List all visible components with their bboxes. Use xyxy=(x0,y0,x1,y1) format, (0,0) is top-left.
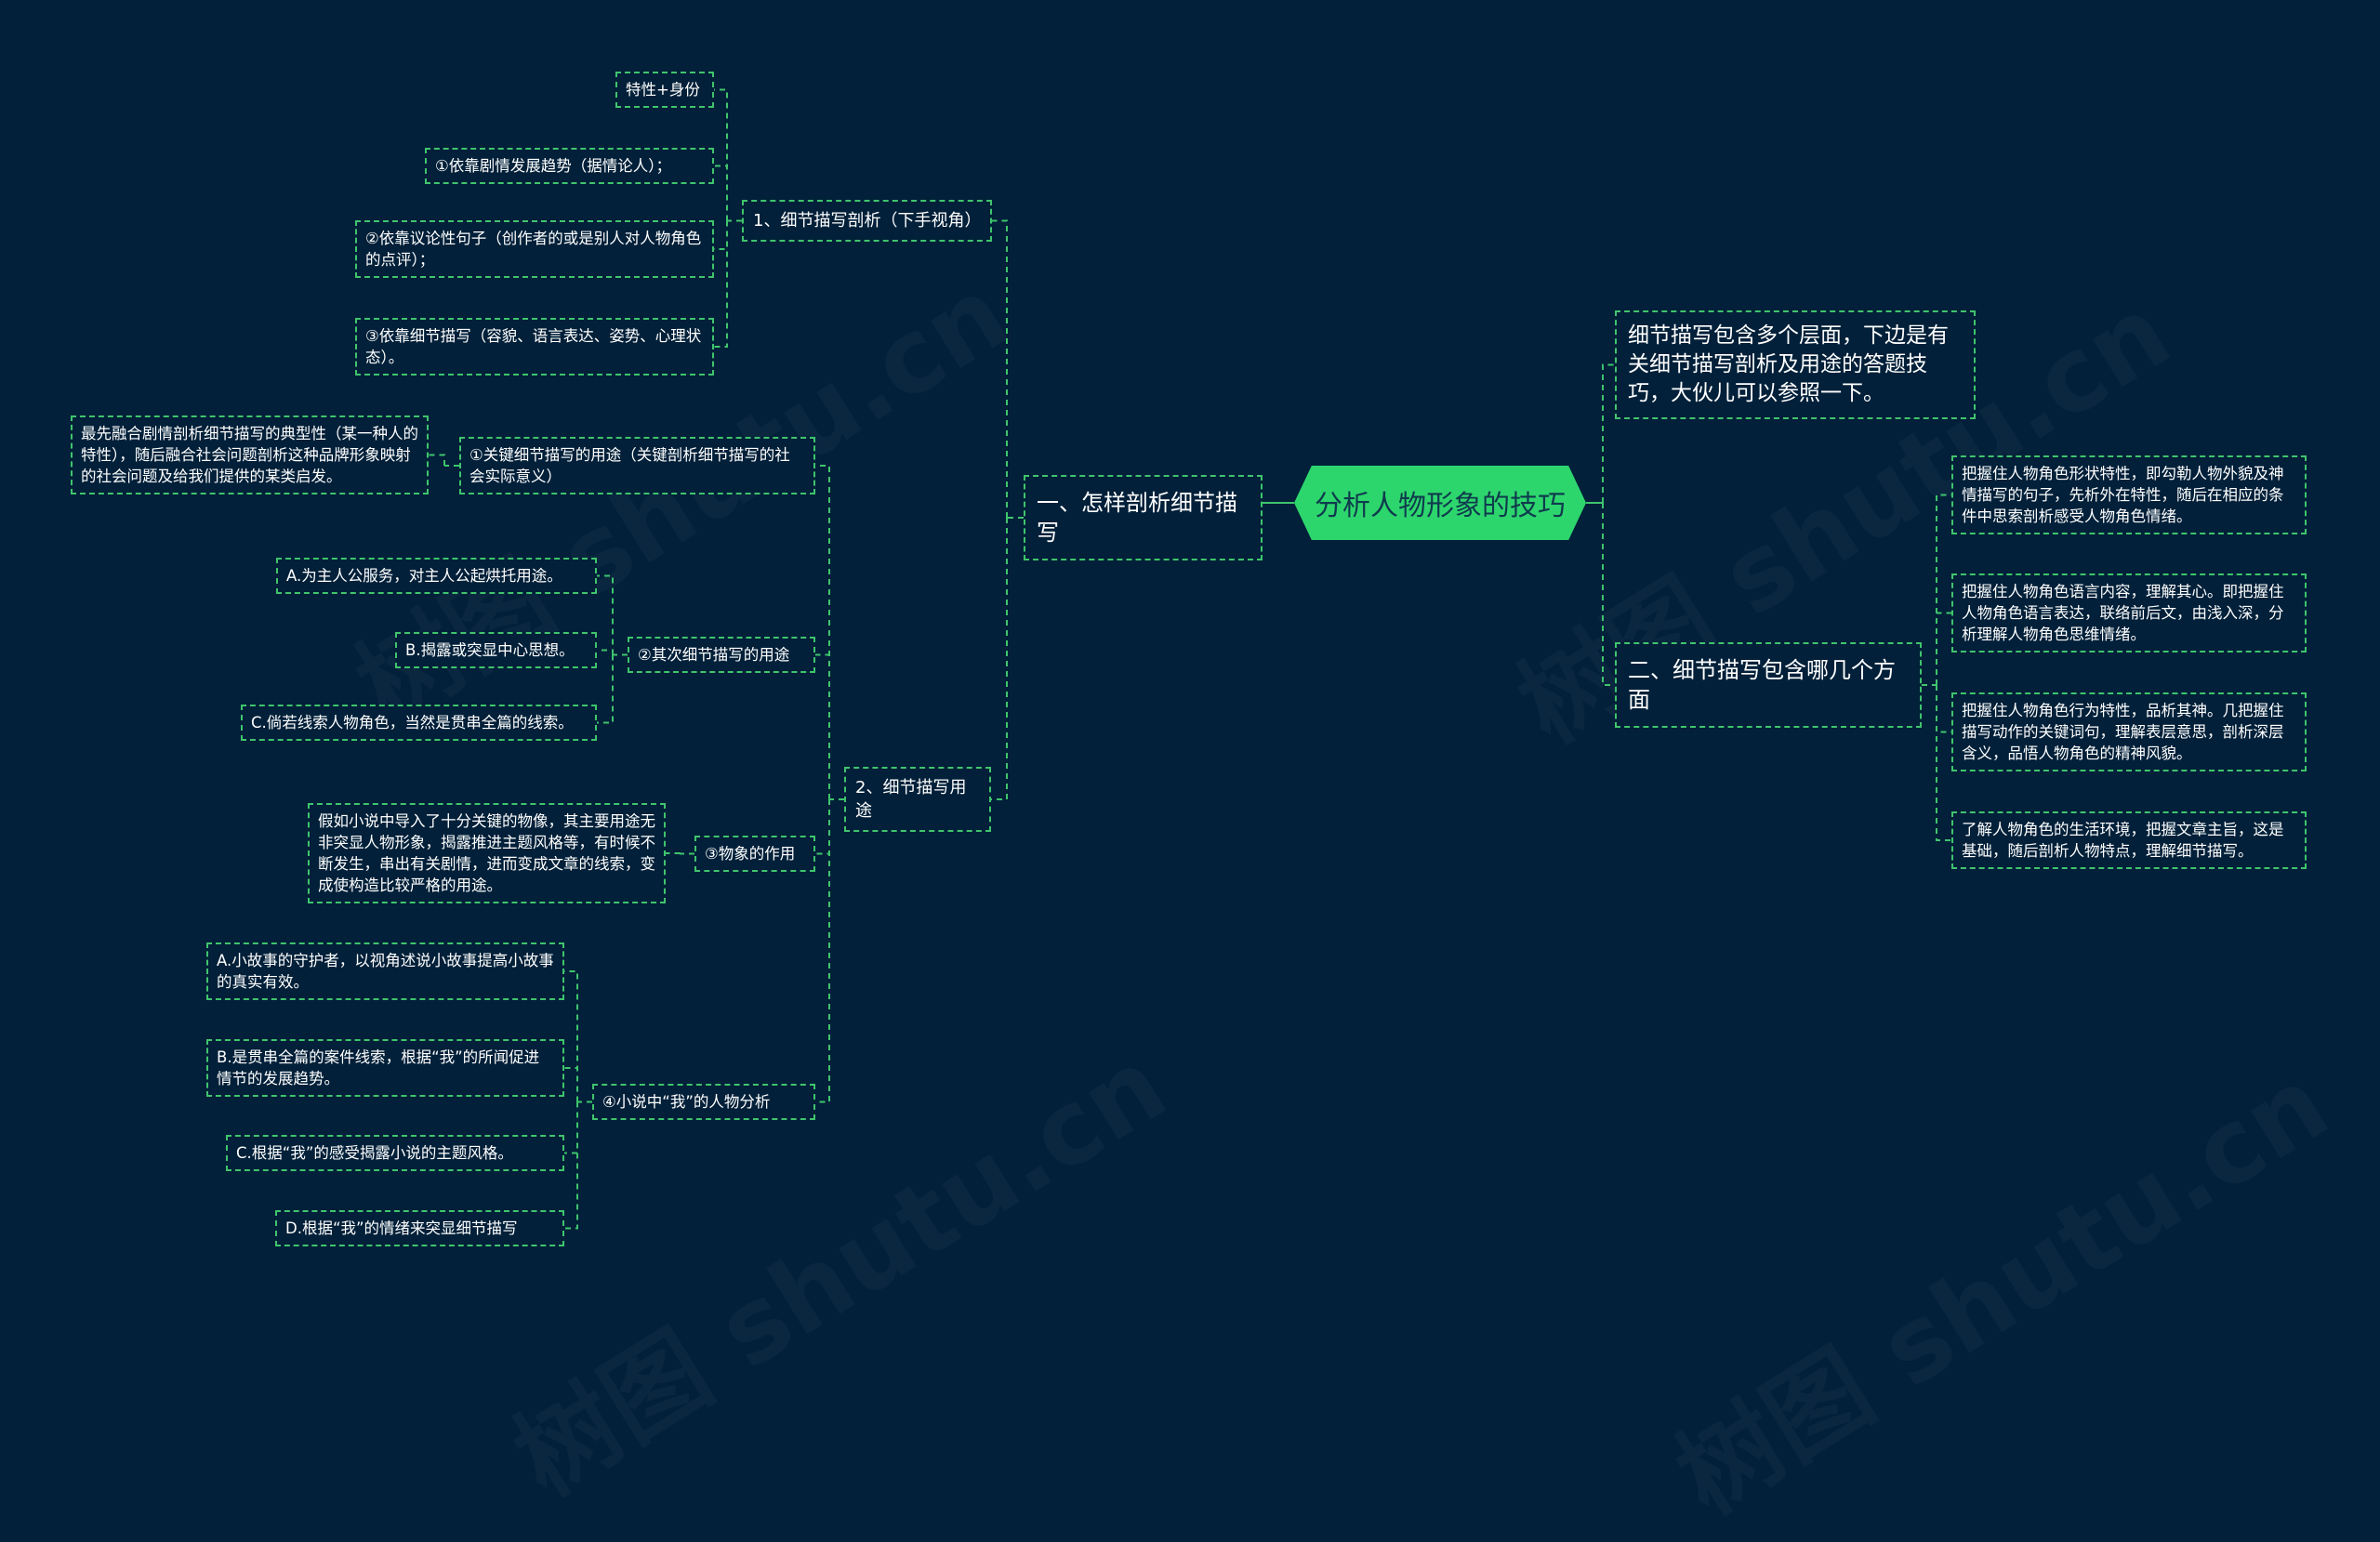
central-topic-label: 分析人物形象的技巧 xyxy=(1315,490,1566,522)
mind-map: 树图 shutu.cn 树图 shutu.cn 树图 shutu.cn 树图 s… xyxy=(71,72,2307,1246)
connector-line xyxy=(815,799,830,1103)
usage-narrator-analysis[interactable]: ④小说中“我”的人物分析 xyxy=(592,1084,815,1120)
connector-line xyxy=(1936,685,1951,841)
connector-line xyxy=(815,799,830,855)
connector-line xyxy=(714,220,728,348)
connector-line xyxy=(597,654,614,724)
connector-line xyxy=(714,220,728,250)
connector-line xyxy=(815,653,830,799)
central-topic[interactable]: 分析人物形象的技巧 xyxy=(1294,466,1586,540)
connector-line xyxy=(429,454,445,466)
usage-key-detail[interactable]: ①关键细节描写的用途（关键剖析细节描写的社会实际意义） xyxy=(459,437,815,494)
connector-line xyxy=(714,88,728,221)
connector-line xyxy=(666,852,681,854)
leaf-case-clue[interactable]: B.是贯串全篇的案件线索，根据“我”的所闻促进情节的发展趋势。 xyxy=(206,1039,564,1097)
connector-line xyxy=(597,649,614,655)
leaf-reveal-theme[interactable]: B.揭露或突显中心思想。 xyxy=(395,632,597,668)
connector-line xyxy=(564,1101,578,1154)
leaf-plot-trend[interactable]: ①依靠剧情发展趋势（据情论人）； xyxy=(425,148,714,184)
leaf-behavior-trait[interactable]: 把握住人物角色行为特性，品析其神。几把握住描写动作的关键词句，理解表层意思，剖析… xyxy=(1951,692,2307,771)
connector-line xyxy=(992,219,1008,518)
connector-line xyxy=(1936,612,1951,685)
usage-secondary-detail[interactable]: ②其次细节描写的用途 xyxy=(628,637,815,673)
connector-line xyxy=(1602,503,1615,686)
connector-line xyxy=(815,465,830,799)
leaf-living-environment[interactable]: 了解人物角色的生活环境，把握文章主旨，这是基础，随后剖析人物特点，理解细节描写。 xyxy=(1951,811,2307,869)
connector-lines xyxy=(429,88,1951,1230)
leaf-comment-sentence[interactable]: ②依靠议论性句子（创作者的或是别人对人物角色的点评）； xyxy=(355,220,714,278)
branch-detail-aspects[interactable]: 二、细节描写包含哪几个方面 xyxy=(1615,642,1922,728)
leaf-clue-character[interactable]: C.倘若线索人物角色，当然是贯串全篇的线索。 xyxy=(241,705,597,741)
connector-line xyxy=(1936,685,1951,733)
leaf-story-guardian[interactable]: A.小故事的守护者，以视角述说小故事提高小故事的真实有效。 xyxy=(206,942,564,1000)
connector-line xyxy=(564,1101,578,1230)
connector-line xyxy=(714,165,728,221)
leaf-emotion-detail[interactable]: D.根据“我”的情绪来突显细节描写 xyxy=(275,1210,564,1246)
intro-note[interactable]: 细节描写包含多个层面，下边是有关细节描写剖析及用途的答题技巧，大伙儿可以参照一下… xyxy=(1615,310,1976,419)
branch-detail-perspective[interactable]: 1、细节描写剖析（下手视角） xyxy=(742,200,992,242)
connector-line xyxy=(564,970,578,1102)
leaf-object-explanation[interactable]: 假如小说中导入了十分关键的物像，其主要用途无非突显人物形象，揭露推进主题风格等，… xyxy=(308,803,666,903)
leaf-feeling-theme[interactable]: C.根据“我”的感受揭露小说的主题风格。 xyxy=(226,1135,564,1171)
connector-line xyxy=(1602,363,1615,503)
leaf-serve-protagonist[interactable]: A.为主人公服务，对主人公起烘托用途。 xyxy=(276,558,597,594)
usage-object-role[interactable]: ③物象的作用 xyxy=(694,836,815,872)
leaf-language-content[interactable]: 把握住人物角色语言内容，理解其心。即把握住人物角色语言表达，联络前后文，由浅入深… xyxy=(1951,573,2307,652)
branch-detail-usage[interactable]: 2、细节描写用途 xyxy=(844,767,991,832)
connector-line xyxy=(991,518,1008,800)
branch-detail-analysis[interactable]: 一、怎样剖析细节描写 xyxy=(1024,475,1263,560)
leaf-detail-description[interactable]: ③依靠细节描写（容貌、语言表达、姿势、心理状态）。 xyxy=(355,318,714,376)
leaf-appearance-trait[interactable]: 把握住人物角色形状特性，即勾勒人物外貌及神情描写的句子，先析外在特性，随后在相应… xyxy=(1951,455,2307,534)
connector-line xyxy=(597,574,614,655)
leaf-typical-analysis[interactable]: 最先融合剧情剖析细节描写的典型性（某一种人的特性），随后融合社会问题剖析这种品牌… xyxy=(71,415,429,494)
connector-line xyxy=(564,1067,578,1102)
connector-line xyxy=(1936,494,1951,685)
leaf-trait-identity[interactable]: 特性+身份 xyxy=(615,72,714,108)
